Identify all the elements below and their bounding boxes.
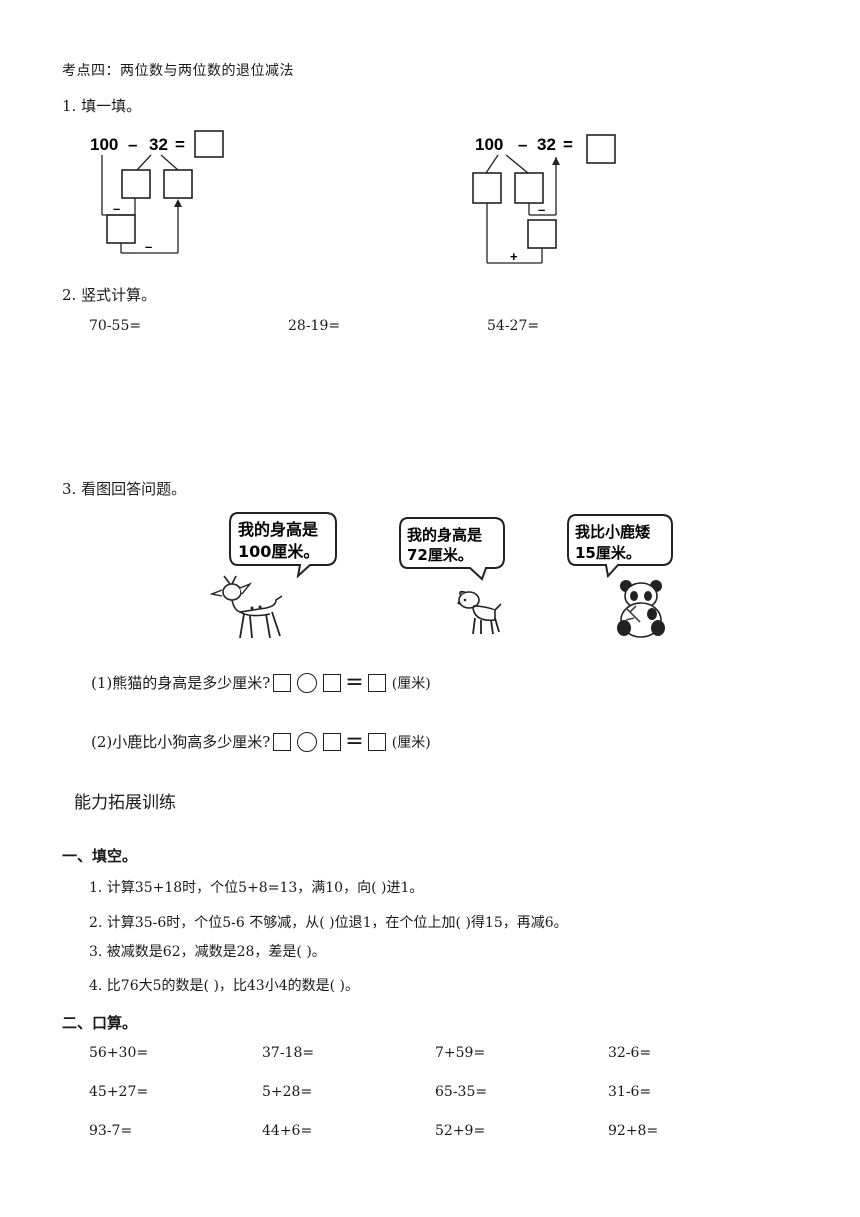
q3-sub1-text: (1)熊猫的身高是多少厘米?	[91, 674, 271, 692]
equals-sign: =	[345, 728, 364, 754]
oral-calc: 7+59=	[435, 1045, 486, 1061]
q3-label: 3. 看图回答问题。	[62, 480, 187, 498]
oral-calc: 5+28=	[262, 1084, 313, 1100]
diagram-left-b: 32	[149, 135, 168, 154]
section-heading: 能力拓展训练	[74, 793, 176, 813]
speech-bubble-dog: 我的身高是 72厘米。	[398, 515, 508, 585]
diagram-left-op2: –	[145, 239, 152, 254]
diagram-left-eq: =	[175, 135, 185, 154]
decomposition-diagram-right: 100 – 32 = – +	[470, 125, 630, 274]
result-box[interactable]	[106, 214, 136, 244]
answer-box[interactable]	[323, 673, 342, 692]
answer-box[interactable]	[273, 732, 292, 751]
page-title: 考点四：两位数与两位数的退位减法	[62, 63, 294, 79]
oral-calc: 65-35=	[435, 1084, 488, 1100]
decomposition-diagram-left: 100 – 32 = – –	[85, 125, 245, 269]
diagram-right-op1: –	[538, 202, 545, 217]
fill-item-2: 2. 计算35-6时，个位5-6 不够减，从( )位退1，在个位上加( )得15…	[89, 915, 568, 931]
diagram-left-op1: –	[113, 201, 120, 216]
dog-illustration	[455, 588, 505, 642]
unit-label: (厘米)	[391, 734, 431, 751]
fill-item-4: 4. 比76大5的数是( )，比43小4的数是( )。	[89, 978, 359, 994]
result-box[interactable]	[527, 219, 557, 249]
q3-sub2-text: (2)小鹿比小狗高多少厘米?	[91, 733, 271, 751]
oral-calc: 56+30=	[89, 1045, 149, 1061]
split-box-2[interactable]	[514, 172, 544, 204]
speech-bubble-deer: 我的身高是 100厘米。	[228, 510, 343, 582]
split-box-1[interactable]	[121, 169, 151, 199]
diagram-left-a: 100	[90, 135, 118, 154]
bubble-deer-line1: 我的身高是	[238, 520, 318, 539]
answer-box[interactable]	[273, 673, 292, 692]
unit-label: (厘米)	[391, 675, 431, 692]
q2-label: 2. 竖式计算。	[62, 286, 157, 304]
vertical-calc-2: 28-19=	[288, 318, 341, 334]
part1-heading: 一、填空。	[62, 847, 138, 865]
bubble-deer-line2: 100厘米。	[238, 542, 319, 561]
answer-box[interactable]	[367, 673, 386, 692]
fill-item-1: 1. 计算35+18时，个位5+8=13，满10，向( )进1。	[89, 880, 424, 896]
answer-box[interactable]	[323, 732, 342, 751]
vertical-calc-3: 54-27=	[487, 318, 540, 334]
vertical-calc-1: 70-55=	[89, 318, 142, 334]
equals-sign: =	[345, 669, 364, 695]
oral-calc: 93-7=	[89, 1123, 133, 1139]
oral-calc: 45+27=	[89, 1084, 149, 1100]
operator-circle[interactable]	[297, 731, 318, 752]
bubble-panda-line2: 15厘米。	[575, 544, 641, 562]
answer-box[interactable]	[194, 130, 224, 158]
diagram-right-b: 32	[537, 135, 556, 154]
oral-calc: 37-18=	[262, 1045, 315, 1061]
oral-calc: 52+9=	[435, 1123, 486, 1139]
bubble-dog-line2: 72厘米。	[407, 546, 473, 564]
oral-calc: 32-6=	[608, 1045, 652, 1061]
bubble-panda-line1: 我比小鹿矮	[575, 523, 651, 541]
panda-illustration	[612, 578, 672, 644]
diagram-right-eq: =	[563, 135, 573, 154]
fill-item-3: 3. 被减数是62，减数是28，差是( )。	[89, 944, 326, 960]
answer-box[interactable]	[586, 134, 616, 164]
operator-circle[interactable]	[297, 672, 318, 693]
part2-heading: 二、口算。	[62, 1014, 138, 1032]
diagram-right-a: 100	[475, 135, 503, 154]
q1-label: 1. 填一填。	[62, 97, 142, 115]
oral-calc: 31-6=	[608, 1084, 652, 1100]
bubble-dog-line1: 我的身高是	[407, 526, 483, 544]
diagram-right-minus: –	[518, 135, 527, 154]
q3-sub2: (2)小鹿比小狗高多少厘米? = (厘米)	[91, 728, 431, 754]
split-box-2[interactable]	[163, 169, 193, 199]
speech-bubble-panda: 我比小鹿矮 15厘米。	[566, 512, 676, 582]
deer-illustration	[209, 570, 290, 646]
oral-calc: 44+6=	[262, 1123, 313, 1139]
split-box-1[interactable]	[472, 172, 502, 204]
answer-box[interactable]	[367, 732, 386, 751]
diagram-left-minus: –	[128, 135, 137, 154]
q3-sub1: (1)熊猫的身高是多少厘米? = (厘米)	[91, 669, 431, 695]
oral-calc: 92+8=	[608, 1123, 659, 1139]
diagram-right-op2: +	[510, 249, 518, 264]
